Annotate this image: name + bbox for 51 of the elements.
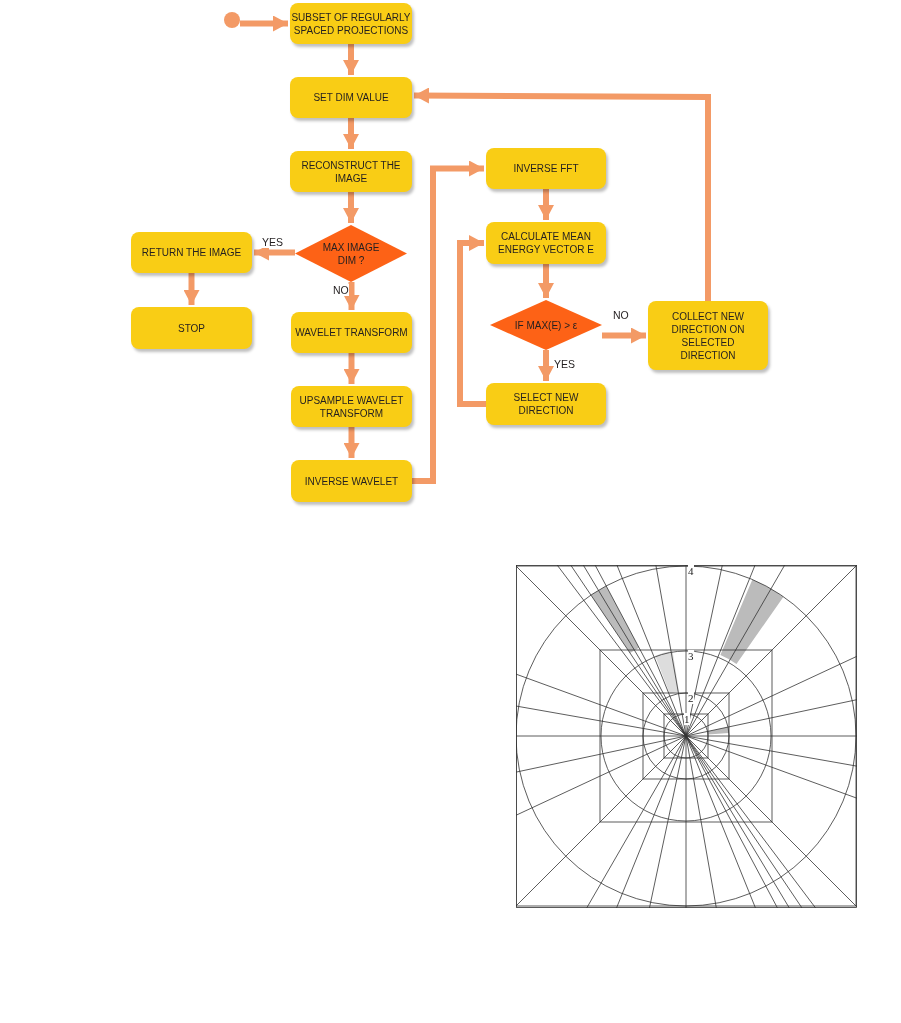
arrow bbox=[538, 189, 554, 220]
process-box bbox=[648, 301, 768, 370]
arrow bbox=[343, 118, 359, 149]
arrow bbox=[602, 327, 646, 344]
node-label: SELECT NEW DIRECTION bbox=[512, 391, 580, 417]
process-box bbox=[131, 307, 252, 349]
node-label: INVERSE FFT bbox=[513, 162, 579, 175]
ring-number: 2 bbox=[688, 692, 694, 704]
edge-label: NO bbox=[613, 309, 629, 321]
node-label: STOP bbox=[177, 321, 205, 335]
ring-number: 3 bbox=[688, 650, 694, 662]
node-label: MAX IMAGE DIM ? bbox=[321, 240, 381, 267]
process-box bbox=[290, 77, 412, 118]
arrow bbox=[183, 273, 200, 305]
edge-label: NO bbox=[333, 284, 349, 296]
process-box bbox=[290, 151, 412, 192]
edge-label: YES bbox=[262, 236, 283, 248]
arrow bbox=[414, 87, 711, 301]
process-box bbox=[291, 460, 412, 502]
arrow bbox=[343, 427, 360, 458]
decision-diamond bbox=[295, 225, 407, 282]
node-label: RECONSTRUCT THE IMAGE bbox=[300, 158, 402, 185]
node-label: RETURN THE IMAGE bbox=[141, 246, 242, 259]
arrow bbox=[538, 264, 554, 298]
node-label: WAVELET TRANSFORM bbox=[295, 326, 408, 339]
edge-label: YES bbox=[554, 358, 575, 370]
node-label: UPSAMPLE WAVELET TRANSFORM bbox=[298, 393, 405, 420]
node-label: CALCULATE MEAN ENERGY VECTOR E bbox=[497, 230, 595, 256]
ring-number: 4 bbox=[688, 565, 694, 577]
arrow bbox=[538, 350, 554, 381]
process-box bbox=[131, 232, 252, 273]
process-box bbox=[486, 222, 606, 264]
decision-diamond bbox=[490, 300, 602, 350]
process-box bbox=[290, 3, 412, 44]
process-box bbox=[291, 312, 412, 353]
process-box bbox=[486, 148, 606, 189]
node-label: SUBSET OF REGULARLY SPACED PROJECTIONS bbox=[291, 10, 411, 37]
arrow bbox=[343, 192, 359, 223]
process-box bbox=[486, 383, 606, 425]
arrow bbox=[343, 353, 360, 384]
node-label: SET DIM VALUE bbox=[313, 91, 389, 104]
node-label: COLLECT NEW DIRECTION ON SELECTED DIRECTION bbox=[670, 309, 746, 362]
arrow bbox=[240, 15, 288, 32]
arrow bbox=[343, 44, 359, 75]
arrow bbox=[457, 235, 486, 407]
arrow bbox=[343, 282, 360, 310]
process-box bbox=[291, 386, 412, 427]
ring-number: 1 bbox=[684, 713, 690, 725]
arrow bbox=[412, 160, 484, 484]
node-label: IF MAX(E) > ε bbox=[514, 318, 578, 332]
node-label: INVERSE WAVELET bbox=[304, 474, 399, 488]
